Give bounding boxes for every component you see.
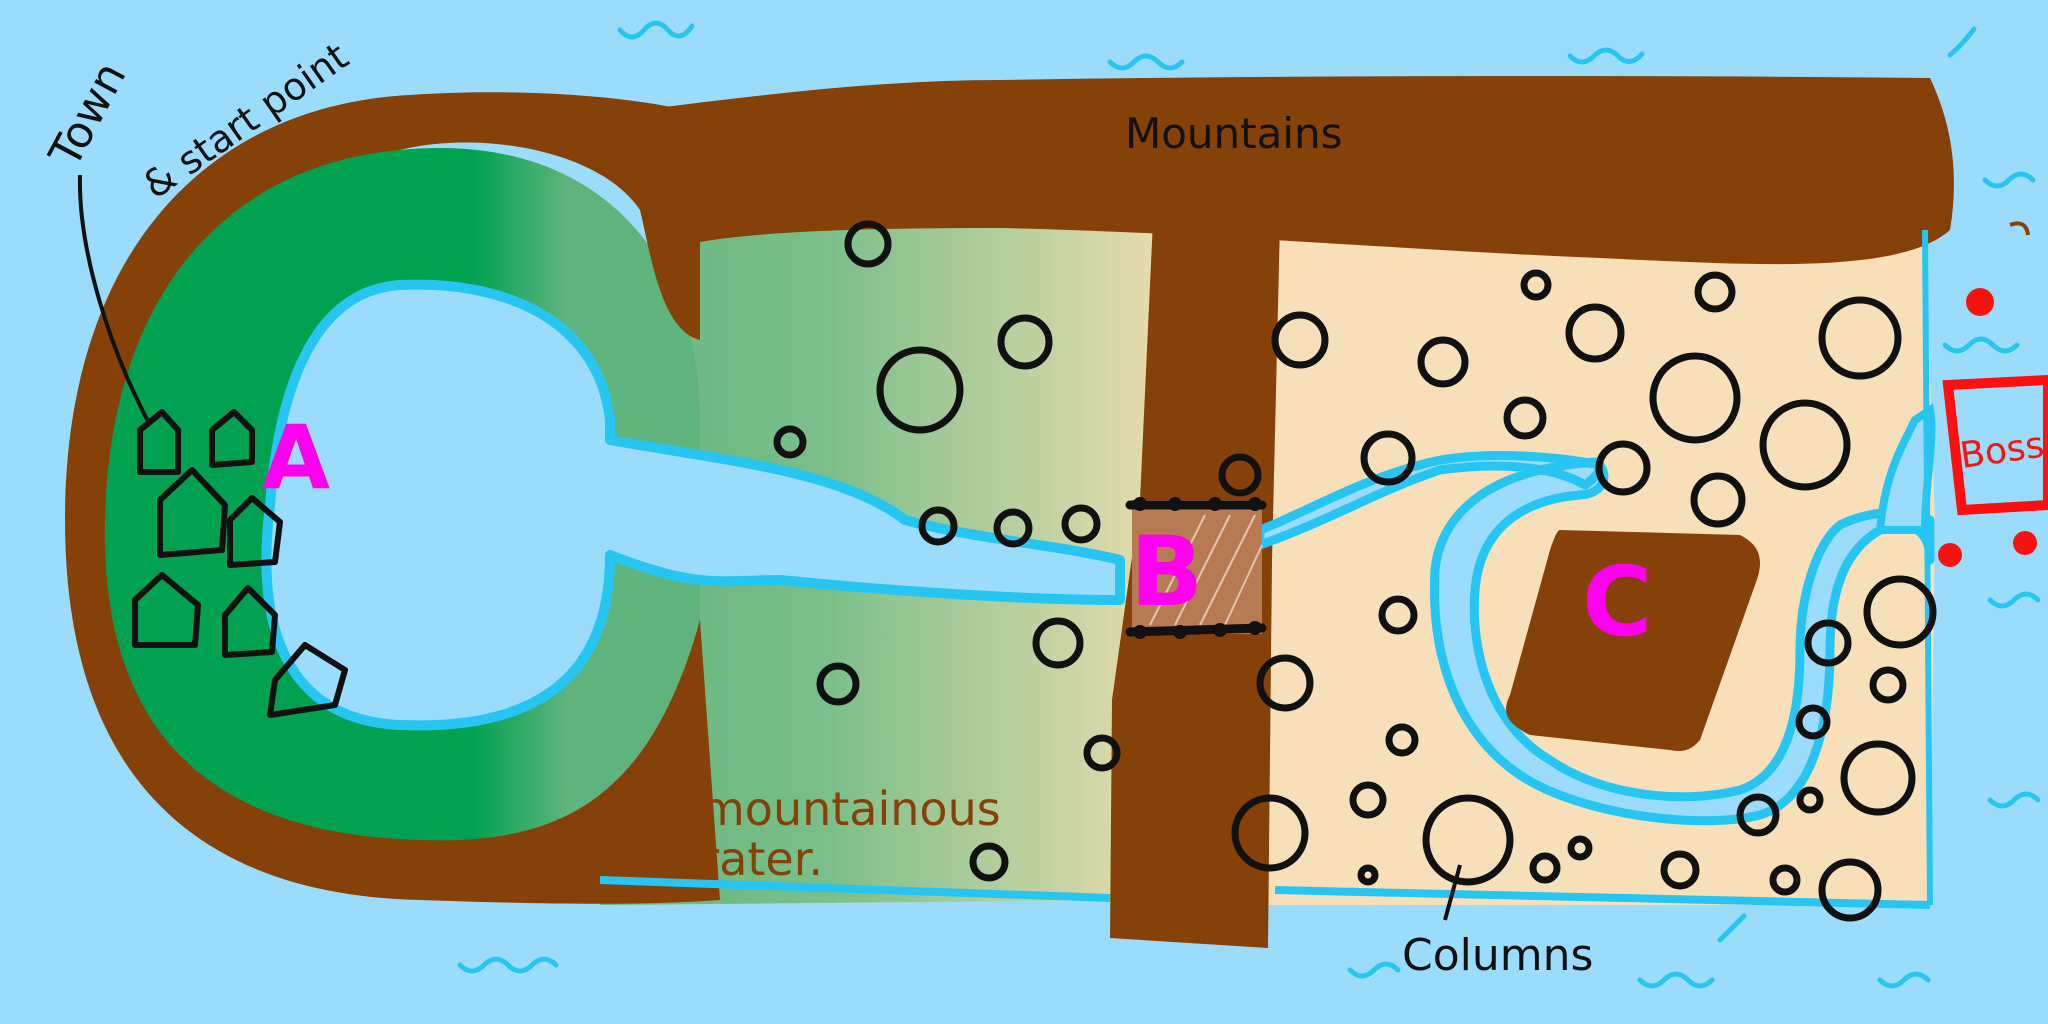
column-icon — [1422, 794, 1514, 886]
column-icon — [1349, 781, 1387, 819]
crater-label: crater. — [675, 832, 823, 886]
columns-label: Columns — [1402, 930, 1593, 981]
wave-icon — [457, 956, 559, 974]
mountains-label: Mountains — [1125, 109, 1343, 158]
house-icon — [267, 642, 348, 718]
column-icon — [1417, 336, 1469, 388]
column-icon — [1385, 723, 1419, 757]
column-icon — [1231, 794, 1309, 872]
wave-icon — [1877, 971, 1931, 989]
town-pointer — [77, 174, 152, 426]
column-icon — [1795, 704, 1831, 740]
column-icon — [844, 220, 892, 268]
column-icon — [1218, 453, 1262, 497]
column-icon — [1567, 835, 1593, 861]
house-icon — [137, 409, 181, 475]
bridge — [1125, 497, 1267, 639]
town[interactable] — [132, 409, 348, 718]
sea-waves — [382, 20, 2041, 989]
coastline-right — [1922, 229, 1933, 906]
small-mark — [2009, 221, 2030, 236]
marker-c[interactable]: C — [1582, 546, 1652, 658]
column-icon — [997, 314, 1053, 370]
column-icon — [1032, 617, 1084, 669]
house-icon — [227, 495, 283, 568]
column-icon — [1759, 399, 1851, 491]
wave-icon — [1107, 53, 1185, 71]
column-icon — [773, 425, 807, 459]
bridge-deck — [1132, 500, 1262, 634]
column-icon — [1660, 850, 1700, 890]
column-icon — [1840, 740, 1916, 816]
lake — [261, 279, 1125, 731]
column-icon — [1360, 430, 1416, 486]
column-icon — [1529, 852, 1561, 884]
mountain-ring — [65, 92, 720, 904]
red-dot-icon — [2013, 531, 2037, 555]
column-icon — [1357, 864, 1379, 886]
wave-icon — [1567, 47, 1645, 65]
coastline — [599, 876, 1931, 909]
column-icon — [1649, 352, 1741, 444]
house-icon — [209, 409, 255, 468]
column-icon — [1804, 619, 1852, 667]
wave-icon — [1982, 171, 2036, 189]
columns — [773, 220, 1937, 922]
column-icon — [1503, 396, 1547, 440]
wave-icon — [617, 20, 695, 40]
column-icon — [1769, 864, 1801, 896]
house-icon — [132, 572, 201, 648]
column-icon — [816, 662, 860, 706]
column-icon — [1061, 504, 1101, 544]
column-icon — [1565, 303, 1625, 363]
column-icon — [1869, 666, 1907, 704]
column-icon — [1863, 575, 1937, 649]
wave-icon — [1942, 336, 2020, 354]
boss-box[interactable] — [1942, 374, 2048, 516]
house-icon — [157, 467, 228, 558]
column-icon — [1520, 269, 1552, 301]
plateau — [1506, 530, 1760, 751]
crater-pointer — [628, 828, 672, 872]
column-icon — [1736, 793, 1780, 837]
mountainous-label: mountainous — [700, 782, 1001, 836]
column-icon — [1796, 786, 1824, 814]
column-icon — [1818, 296, 1902, 380]
column-icon — [1818, 858, 1882, 922]
red-dot-icon — [1938, 543, 1962, 567]
column-icon — [1378, 595, 1418, 635]
column-icon — [1595, 440, 1651, 496]
column-icon — [1690, 472, 1746, 528]
column-icon — [993, 508, 1033, 548]
boss-area[interactable] — [1942, 374, 2048, 516]
mountain-top-range — [640, 75, 1954, 265]
wave-icon — [1717, 913, 1747, 943]
wave-icon — [1347, 961, 1401, 979]
column-icon — [1256, 654, 1314, 712]
column-icon — [918, 506, 958, 546]
wave-icon — [1947, 26, 1977, 58]
wave-icon — [1987, 591, 2041, 609]
marker-b[interactable]: B — [1130, 516, 1203, 628]
columns-pointer — [1443, 864, 1462, 921]
column-icon — [1083, 734, 1121, 772]
column-icon — [876, 346, 964, 434]
wave-icon — [1637, 971, 1715, 989]
house-icon — [222, 585, 278, 658]
bridge-rail-bottom — [1125, 623, 1267, 637]
wave-icon — [1987, 791, 2041, 809]
column-icon — [1694, 271, 1736, 313]
column-icon — [1271, 311, 1329, 369]
red-dot-icon — [1966, 288, 1994, 316]
marker-a[interactable]: A — [262, 406, 330, 509]
column-icon — [969, 842, 1009, 882]
